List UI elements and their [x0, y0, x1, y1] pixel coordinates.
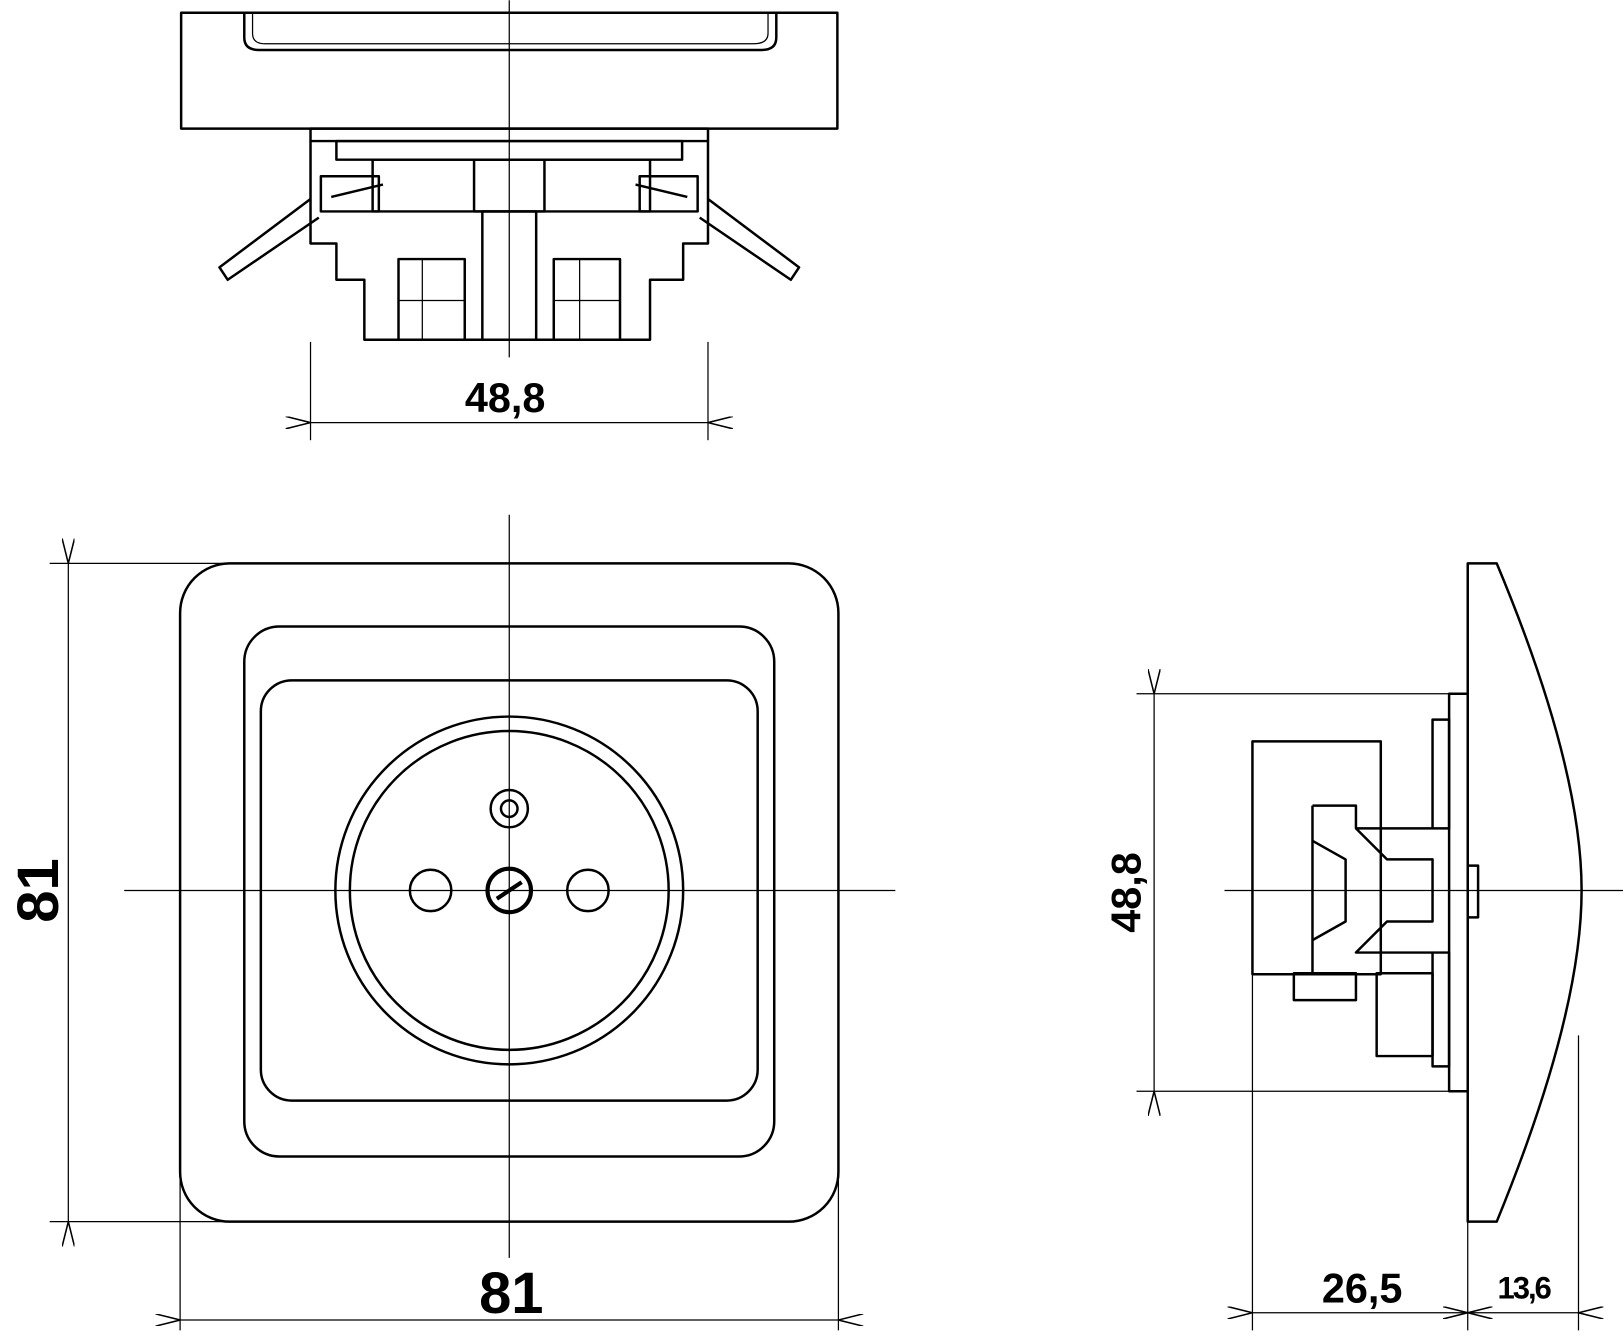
front-height-dimension: 81	[7, 858, 71, 922]
top-view: 48,8	[179, 0, 839, 441]
side-depth-dimension: 26,5	[1322, 1265, 1403, 1311]
top-width-dimension: 48,8	[465, 375, 546, 421]
front-width-dimension: 81	[479, 1262, 543, 1326]
side-height-dimension: 48,8	[1104, 852, 1150, 933]
side-frame-dimension: 13,6	[1498, 1270, 1552, 1305]
side-view: 48,8 26,5 13,6	[1104, 562, 1623, 1331]
front-view: 81 81	[7, 514, 896, 1331]
